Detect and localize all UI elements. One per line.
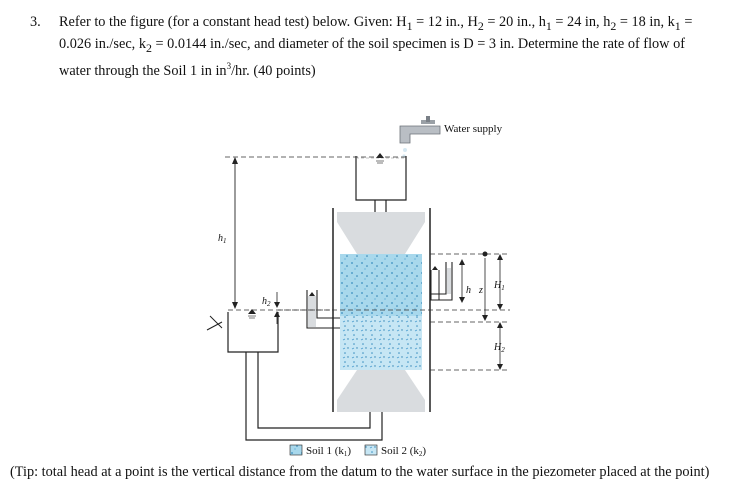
- outlet-tank: [206, 309, 279, 353]
- problem-line-3: water through the Soil 1 in in3/hr. (40 …: [59, 60, 316, 79]
- left-piezometer: [306, 290, 340, 329]
- problem-line-1: Refer to the figure (for a constant head…: [59, 14, 693, 33]
- H2-label: H2: [493, 342, 505, 354]
- water-supply-label: Water supply: [444, 123, 503, 135]
- legend-soil1-label: Soil 1 (k1): [306, 445, 351, 458]
- problem-number: 3.: [30, 14, 41, 30]
- water-supply-faucet-icon: [399, 116, 441, 158]
- tip-text: (Tip: total head at a point is the verti…: [10, 464, 710, 480]
- H1-label: H1: [493, 280, 505, 292]
- h1-label: h1: [218, 233, 227, 245]
- inner-piezometer: [430, 266, 440, 300]
- top-tank: [355, 153, 407, 201]
- problem-statement: 3. Refer to the figure (for a constant h…: [30, 13, 735, 79]
- legend-soil2-label: Soil 2 (k2): [381, 445, 426, 458]
- legend-soil2-swatch: [364, 444, 378, 456]
- h-label: h: [466, 285, 471, 296]
- figure-legend: Soil 1 (k1) Soil 2 (k2): [289, 444, 426, 458]
- h2-label: h2: [262, 296, 271, 308]
- z-label: z: [478, 285, 483, 296]
- problem-line-2: 0.026 in./sec, k2 = 0.0144 in./sec, and …: [59, 35, 685, 55]
- legend-soil1-swatch: [289, 444, 303, 456]
- soil-2-region: [340, 316, 422, 370]
- right-piezometer: [430, 262, 453, 301]
- soil-1-region: [340, 254, 422, 316]
- problem-text: Refer to the figure (for a constant head…: [59, 13, 735, 79]
